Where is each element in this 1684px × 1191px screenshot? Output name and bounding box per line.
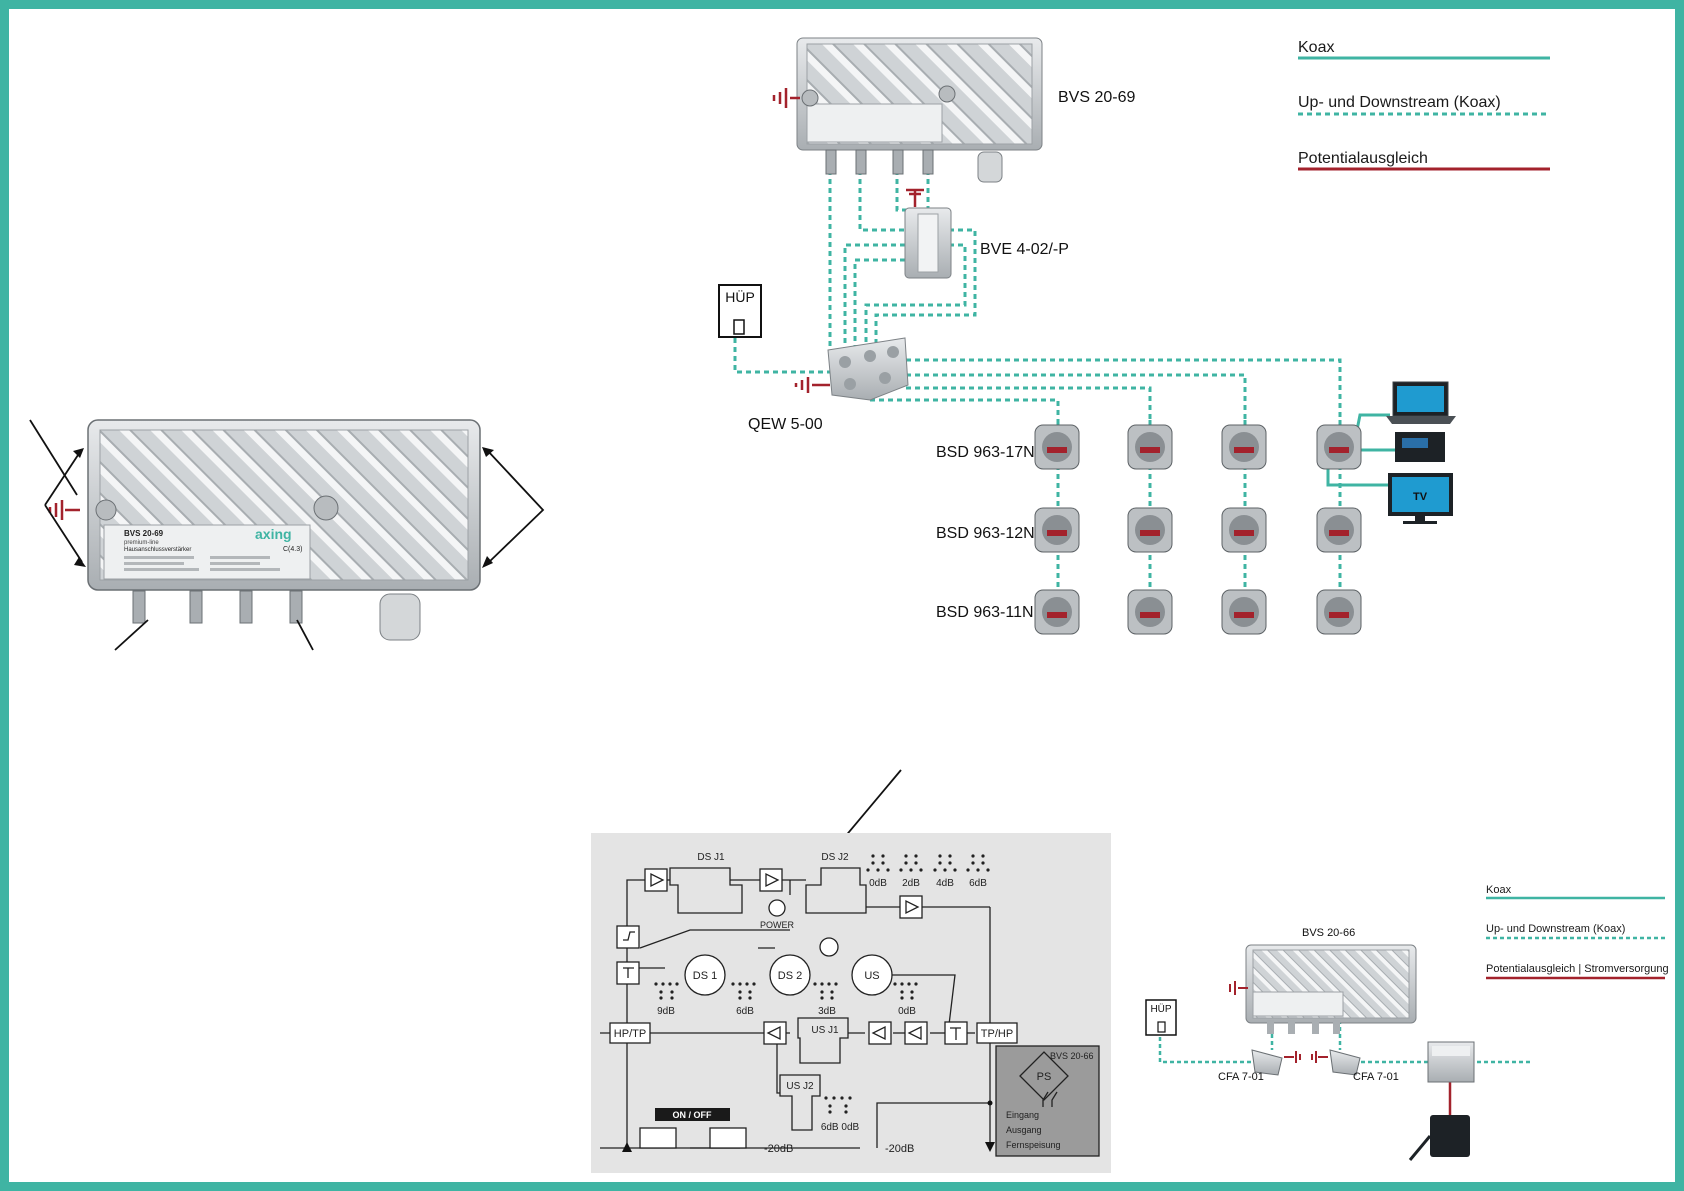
- socket-icon: [1316, 424, 1362, 470]
- socket-icon: [1316, 589, 1362, 635]
- tp-hp-label: TP/HP: [981, 1028, 1013, 1040]
- legend-koax-label: Koax: [1298, 39, 1334, 56]
- legend2-updown-label: Up- und Downstream (Koax): [1486, 923, 1625, 935]
- top-legend: Koax Up- und Downstream (Koax) Potential…: [1298, 39, 1550, 171]
- bottom-diagram: BVS 20-66 HÜP CFA 7-01 CFA 7-01: [1145, 927, 1530, 1161]
- socket-grid: BSD 963-17N BSD 963-12N BSD 963-11N: [936, 424, 1362, 635]
- us-j2-label: US J2: [786, 1081, 814, 1092]
- eingang-label: Eingang: [1006, 1110, 1039, 1120]
- socket-icon: [1221, 507, 1267, 553]
- ps-label: PS: [1037, 1071, 1052, 1083]
- legend-potential-label: Potentialausgleich: [1298, 150, 1428, 167]
- socket-icon: [1127, 424, 1173, 470]
- ds-j2-label: DS J2: [821, 852, 849, 863]
- socket-icon: [1034, 589, 1080, 635]
- db-0-label: 0dB: [869, 878, 887, 889]
- db-6-0-label: 6dB 0dB: [821, 1122, 860, 1133]
- socket-icon: [1034, 507, 1080, 553]
- db-6-label: 6dB: [969, 878, 987, 889]
- db-2-label: 2dB: [902, 878, 920, 889]
- socket-icon: [1034, 424, 1080, 470]
- ps-model-label: BVS 20-66: [1050, 1051, 1094, 1061]
- cfa-filter-2: CFA 7-01: [1311, 1049, 1399, 1083]
- power-supply-icon: [1408, 1041, 1475, 1161]
- hup-top: HÜP: [718, 284, 762, 338]
- minus20-mid-label: -20dB: [885, 1143, 914, 1155]
- power-label: POWER: [760, 920, 795, 930]
- bsd-row-2-label: BSD 963-12N: [936, 525, 1035, 542]
- amplifier-triangle-icon: [644, 868, 928, 1045]
- legend-updown-label: Up- und Downstream (Koax): [1298, 94, 1501, 111]
- arrow-icon: [29, 419, 545, 651]
- bsd-row-3-label: BSD 963-11N: [936, 604, 1034, 621]
- bve-splitter: BVE 4-02/-P: [904, 188, 1069, 279]
- top-diagram: BVS 20-69 BVE 4-02/-P HÜP: [718, 37, 1456, 635]
- socket-icon: [1316, 507, 1362, 553]
- device-photo: BVS 20-69 premium-line Hausanschlussvers…: [29, 419, 545, 651]
- photo-class-label: C(4.3): [283, 546, 302, 553]
- bvs-amplifier-bottom: BVS 20-66: [1245, 927, 1417, 1034]
- bvs-amplifier-top: BVS 20-69: [796, 37, 1135, 183]
- legend2-koax-label: Koax: [1486, 884, 1512, 896]
- ground-icon: [48, 500, 80, 520]
- hup-bottom-label: HÜP: [1150, 1003, 1171, 1015]
- tv-icon: TV: [1388, 473, 1453, 524]
- minus20-left-label: -20dB: [764, 1143, 793, 1155]
- ds2-label: DS 2: [778, 970, 802, 982]
- fernspeisung-label: Fernspeisung: [1006, 1140, 1061, 1150]
- ground-icon: [772, 88, 800, 108]
- us-j1-label: US J1: [811, 1025, 839, 1036]
- cfa-2-label: CFA 7-01: [1353, 1071, 1399, 1083]
- us-label: US: [864, 970, 879, 982]
- cfa-1-label: CFA 7-01: [1218, 1071, 1264, 1083]
- hup-bottom: HÜP: [1145, 999, 1177, 1036]
- bve-label: BVE 4-02/-P: [980, 241, 1069, 258]
- db-6b-label: 6dB: [736, 1006, 754, 1017]
- photo-desc-label: Hausanschlussverstärker: [124, 547, 191, 553]
- cfa-filter-1: CFA 7-01: [1218, 1049, 1301, 1083]
- laptop-icon: [1386, 381, 1456, 424]
- tv-label: TV: [1413, 491, 1428, 503]
- qew-multiswitch: QEW 5-00: [748, 337, 909, 433]
- bvs-top-label: BVS 20-69: [1058, 89, 1135, 106]
- ground-icon: [1229, 981, 1248, 995]
- bvs-bottom-label: BVS 20-66: [1302, 927, 1355, 939]
- socket-icon: [1127, 507, 1173, 553]
- hp-tp-label: HP/TP: [614, 1028, 646, 1040]
- ausgang-label: Ausgang: [1006, 1125, 1042, 1135]
- on-off-label: ON / OFF: [673, 1110, 712, 1120]
- socket-icon: [1221, 589, 1267, 635]
- bsd-row-1-label: BSD 963-17N: [936, 444, 1035, 461]
- db-3-label: 3dB: [818, 1006, 836, 1017]
- socket-icon: [1127, 589, 1173, 635]
- db-0b-label: 0dB: [898, 1006, 916, 1017]
- db-4-label: 4dB: [936, 878, 954, 889]
- photo-brand-logo: axing: [255, 526, 292, 542]
- block-schematic: DS J1 DS J2 POWER DS 1 DS 2 US: [591, 769, 1111, 1173]
- photo-model-label: BVS 20-69: [124, 529, 164, 538]
- socket-icon: [1221, 424, 1267, 470]
- set-top-box-icon: [1395, 432, 1445, 462]
- ds-j1-label: DS J1: [697, 852, 725, 863]
- hup-top-label: HÜP: [725, 288, 755, 305]
- bottom-legend: Koax Up- und Downstream (Koax) Potential…: [1486, 884, 1669, 980]
- db-9-label: 9dB: [657, 1006, 675, 1017]
- photo-line-label: premium-line: [124, 540, 159, 546]
- power-supply-icon: [995, 1045, 1100, 1157]
- legend2-potential-label: Potentialausgleich | Stromversorgung: [1486, 963, 1669, 975]
- ds1-label: DS 1: [693, 970, 717, 982]
- qew-label: QEW 5-00: [748, 416, 823, 433]
